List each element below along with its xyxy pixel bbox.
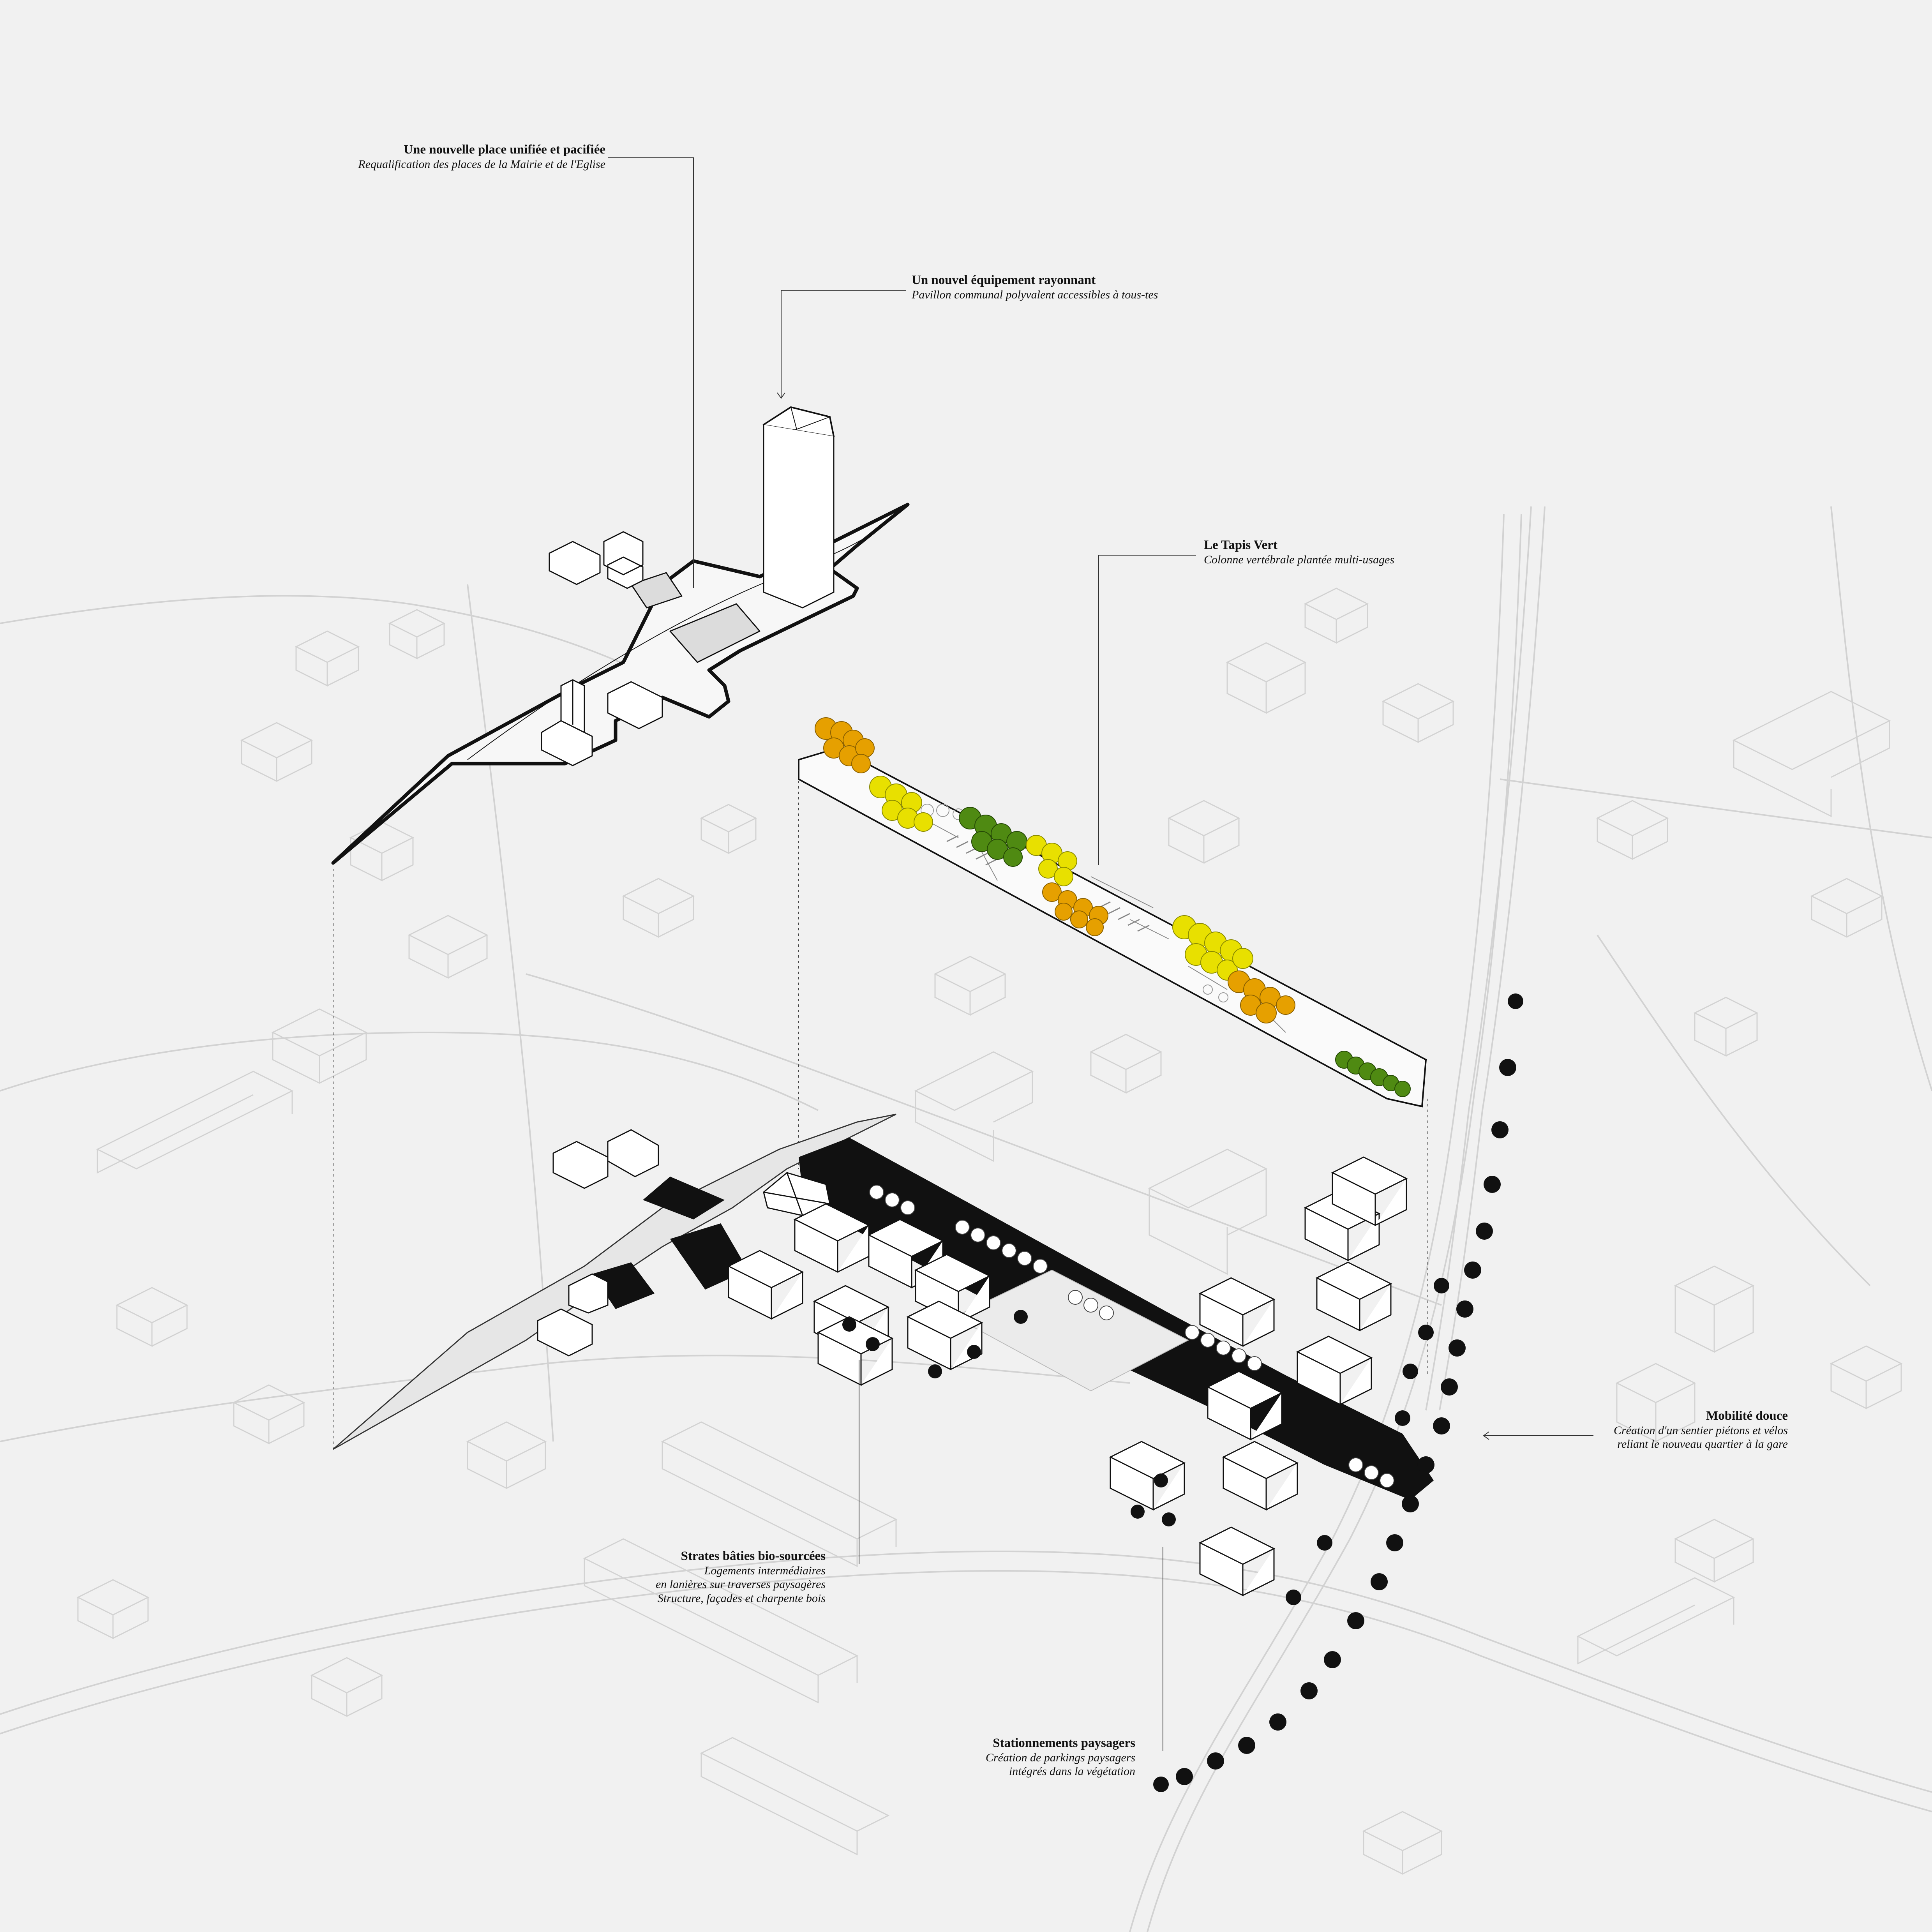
- ground-pavilion: [763, 1172, 831, 1216]
- housing-strata: [727, 1156, 1408, 1597]
- tapis-vert-layer: [798, 717, 1427, 1108]
- road-mid: [526, 973, 1442, 1306]
- leader-lines: [608, 157, 1593, 1751]
- road-south-sweep-2: [0, 1570, 1932, 1812]
- tree-cluster-orange-3: [1228, 970, 1295, 1023]
- lower-dark-square-1: [643, 1177, 725, 1219]
- annotation-mobilite: Mobilité douce Création d'un sentier pié…: [1614, 1408, 1788, 1451]
- tree-cluster-green-2: [1335, 1051, 1411, 1097]
- annotation-stationnements: Stationnements paysagers Création de par…: [986, 1736, 1135, 1778]
- place-paving-2: [630, 572, 683, 609]
- road-west: [0, 595, 663, 683]
- leader-tapis: [1098, 555, 1196, 865]
- place-path: [467, 506, 904, 760]
- annotation-equipement: Un nouvel équipement rayonnant Pavillon …: [912, 273, 1158, 302]
- annotation-equipement-line: Pavillon communal polyvalent accessibles…: [912, 288, 1158, 301]
- leader-equipement: [781, 290, 906, 397]
- tree-cluster-yellow-3: [1172, 915, 1253, 981]
- old-buildings: [549, 531, 644, 589]
- ground-old-buildings: [537, 1129, 659, 1357]
- tapis-paths: [907, 810, 1286, 1033]
- road-sw: [0, 1355, 1130, 1442]
- road-main-east: [1129, 514, 1505, 1932]
- road-east-2: [1597, 934, 1871, 1286]
- upper-place-layer: [331, 503, 910, 865]
- annotation-place: Une nouvelle place unifiée et pacifiée R…: [358, 142, 605, 171]
- tapis-circles: [921, 804, 1228, 1002]
- annotation-tapis-title: Le Tapis Vert: [1204, 538, 1277, 552]
- tapis-crosswalk: [946, 835, 1150, 932]
- leader-equipement-arrow: [777, 392, 785, 399]
- leader-mobilite-arrow: [1483, 1431, 1489, 1440]
- pavilion-equipment: [762, 406, 835, 609]
- annotation-equipement-title: Un nouvel équipement rayonnant: [912, 273, 1096, 287]
- annotation-mobilite-title: Mobilité douce: [1706, 1409, 1788, 1423]
- annotation-stationnements-line-2: intégrés dans la végétation: [1009, 1765, 1135, 1778]
- tree-cluster-yellow-2: [1026, 835, 1077, 886]
- road-south-sweep: [0, 1550, 1932, 1793]
- context-map: [0, 506, 1932, 1932]
- tree-cluster-yellow-1: [869, 776, 933, 832]
- annotation-place-line: Requalification des places de la Mairie …: [358, 157, 605, 171]
- leader-place: [608, 157, 694, 588]
- annotation-stationnements-line-1: Création de parkings paysagers: [985, 1751, 1135, 1764]
- place-paving-1: [669, 603, 760, 663]
- annotation-strates-line-2: en lanières sur traverses paysagères: [655, 1578, 826, 1591]
- lower-plan-layer: [333, 993, 1523, 1792]
- pavilion-shaft: [763, 425, 835, 609]
- annotation-stationnements-title: Stationnements paysagers: [993, 1736, 1135, 1750]
- road-east: [1500, 778, 1932, 838]
- white-tree-rows: [869, 1185, 1394, 1488]
- annotation-mobilite-line-2: reliant le nouveau quartier à la gare: [1617, 1438, 1788, 1451]
- mairie-building: [607, 681, 663, 729]
- annotation-tapis: Le Tapis Vert Colonne vertébrale plantée…: [1204, 538, 1394, 566]
- annotation-strates-line-3: Structure, façades et charpente bois: [657, 1591, 826, 1605]
- tree-cluster-green-1: [959, 807, 1027, 867]
- annotation-mobilite-line-1: Création d'un sentier piétons et vélos: [1613, 1424, 1788, 1437]
- central-lawn: [953, 1269, 1189, 1392]
- annotation-tapis-line: Colonne vertébrale plantée multi-usages: [1204, 553, 1395, 566]
- black-tree-line: [842, 993, 1523, 1792]
- context-buildings: [76, 588, 1903, 1875]
- annotation-strates: Strates bâties bio-sourcées Logements in…: [656, 1549, 826, 1605]
- railway-line: [1425, 506, 1532, 1411]
- annotation-strates-line-1: Logements intermédiaires: [704, 1564, 826, 1577]
- annotation-place-title: Une nouvelle place unifiée et pacifiée: [404, 143, 605, 157]
- church-building: [541, 679, 593, 766]
- tree-cluster-orange-1: [815, 717, 875, 773]
- road-east-3: [1830, 506, 1932, 1091]
- annotation-strates-title: Strates bâties bio-sourcées: [681, 1549, 826, 1563]
- tree-cluster-orange-2: [1042, 882, 1108, 936]
- road-west-2: [0, 1031, 819, 1111]
